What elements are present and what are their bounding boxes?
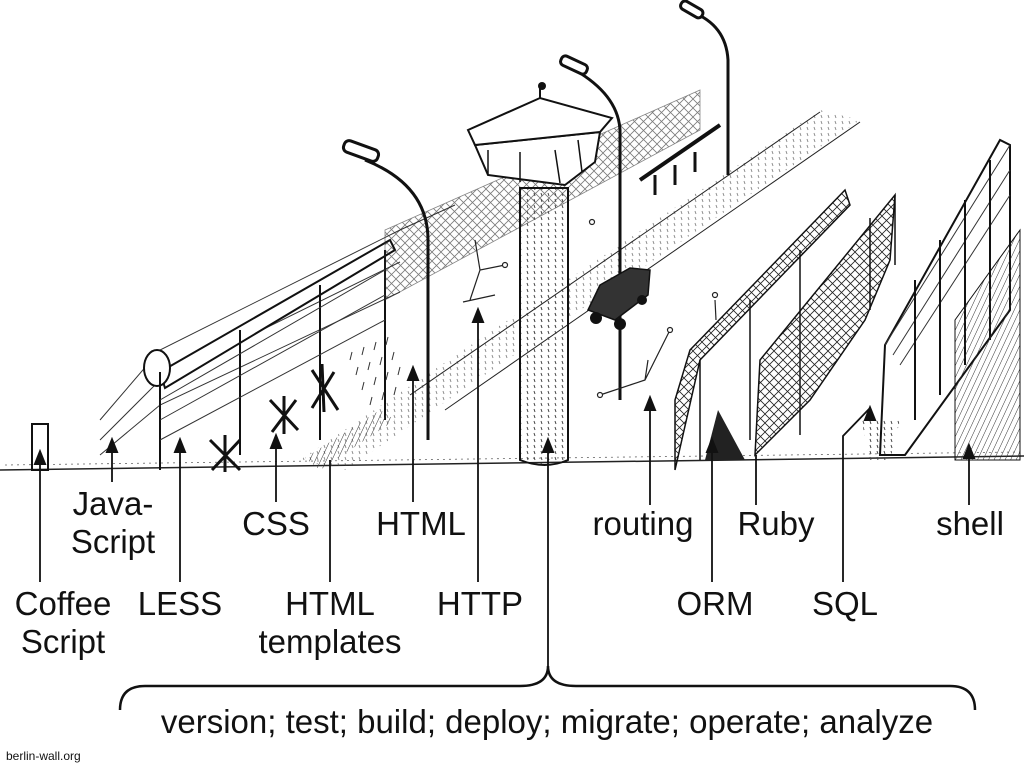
tripwire-posts <box>462 218 719 399</box>
brace-caption: version; test; build; deploy; migrate; o… <box>160 703 934 740</box>
curly-brace <box>118 665 977 711</box>
patrol-jeep <box>586 267 651 330</box>
street-lamps <box>341 0 730 440</box>
ground <box>0 451 1024 471</box>
label-css: CSS <box>242 505 310 542</box>
label-less: LESS <box>137 585 223 622</box>
signal-fence-far <box>754 192 896 457</box>
label-pointers <box>33 306 976 666</box>
label-ruby: Ruby <box>737 505 815 542</box>
label-routing: routing <box>592 505 694 542</box>
outer-wall <box>862 138 1021 461</box>
label-html: HTML <box>376 505 466 542</box>
label-orm: ORM <box>676 585 754 622</box>
label-http: HTTP <box>436 585 524 622</box>
label-javascript: Java-Script <box>70 485 156 560</box>
label-shell: shell <box>936 505 1004 542</box>
label-sql: SQL <box>811 585 879 622</box>
credit-text: berlin-wall.org <box>6 749 81 763</box>
spike-field <box>349 336 401 406</box>
czech-hedgehogs <box>208 363 340 472</box>
pointer-sql <box>842 404 877 582</box>
hinterland-wall <box>143 238 397 470</box>
